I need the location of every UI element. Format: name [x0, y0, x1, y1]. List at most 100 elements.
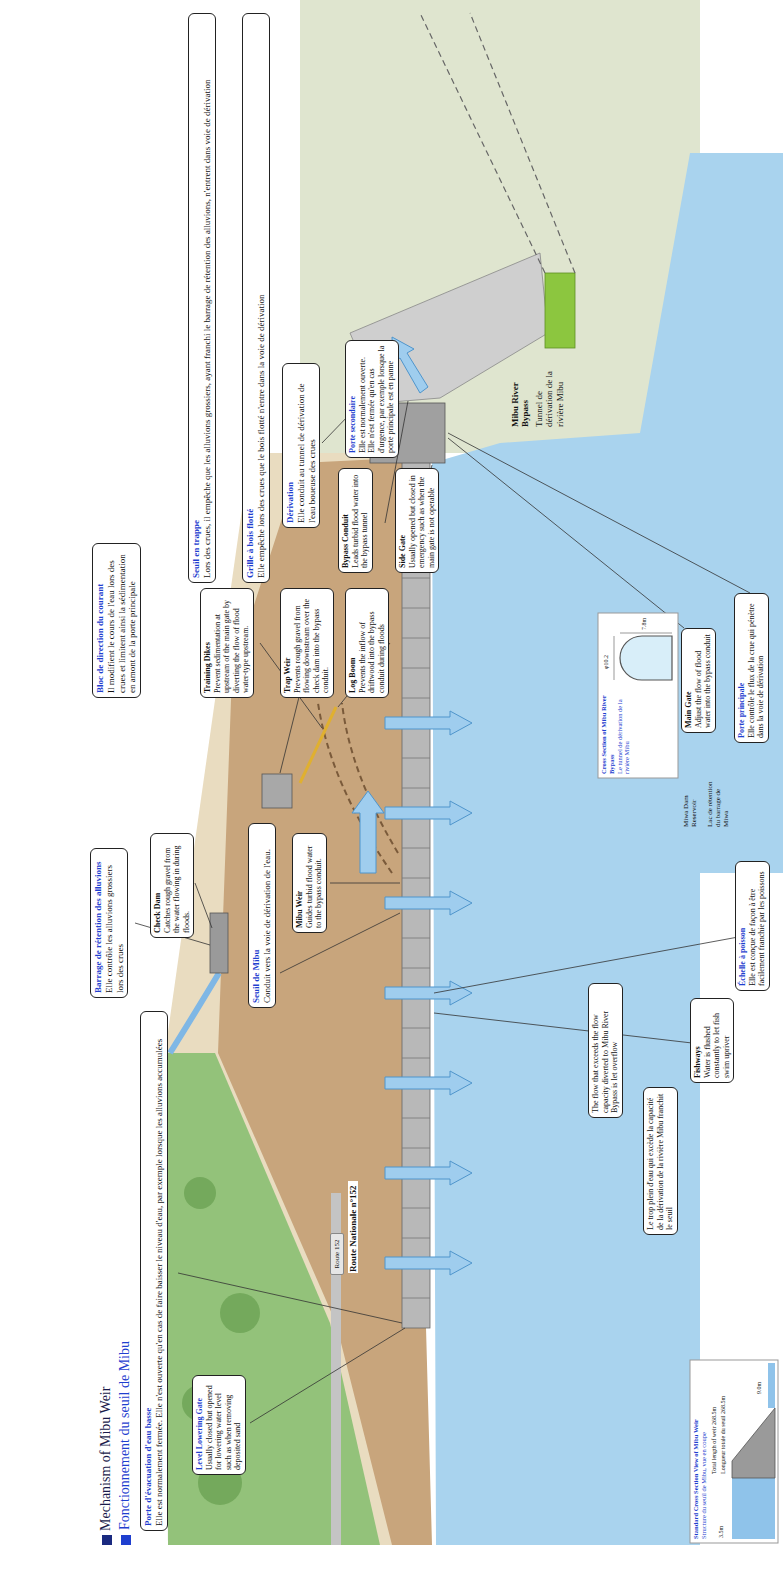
callout-text: Elle est conçue de façon à être facileme… — [748, 866, 767, 986]
callout-box: The flow that exceeds the flow capacity … — [588, 983, 623, 1118]
callout-text: Structure du seuil de Mibu, vue en coupe — [700, 1364, 708, 1539]
label: Total length of weir 268.5m — [711, 1361, 718, 1475]
tunnel-route — [420, 13, 575, 273]
callout-box: Side GateUsually opened but closed in em… — [395, 468, 439, 573]
callout-text: Route 152 — [333, 1238, 341, 1270]
label: Lac de rétention du barrage de Miwa — [706, 780, 730, 828]
callout-box: Main GateAdjust the flow of flood water … — [681, 628, 716, 733]
callout-box: Level Lowering GateUsually closed but op… — [192, 1375, 246, 1475]
callout-heading: Main Gate — [684, 633, 694, 728]
callout-box: Barrage de rétention des alluvionsElle c… — [90, 848, 128, 998]
callout-heading: Cross Section of Mibu River Bypass — [600, 694, 616, 774]
inset-panel — [598, 613, 678, 778]
label: φ10.2 — [603, 654, 610, 670]
callout-text: The flow that exceeds the flow capacity … — [591, 988, 620, 1113]
label: 3.5m — [718, 1525, 725, 1539]
log-boom — [300, 707, 336, 783]
callout-box: Log BoomPrevents the inflow of driftwood… — [345, 588, 389, 698]
callout-text: Elle conduit au tunnel de dérivation de … — [296, 368, 318, 523]
callout-box: Bypass ConduitLeads turbid flood water i… — [338, 468, 373, 573]
leader-lines — [135, 383, 760, 1423]
callout-heading: Porte secondaire — [348, 345, 358, 453]
callout-heading: Porte d'évacuation d'eau basse — [143, 1016, 154, 1526]
callout-text: Elle est normalement ouverte. Elle n'est… — [358, 345, 396, 453]
callout-text: Elle contrôle les alluvions grossiers lo… — [104, 853, 126, 993]
tree — [220, 1293, 260, 1333]
callout-text: Leads turbid flood water into the bypass… — [351, 473, 370, 568]
heading-bullet — [102, 1535, 112, 1545]
tree — [184, 1177, 216, 1209]
callout-heading: Seuil en trappe — [191, 18, 202, 578]
callout-heading: Bloc de direction du courant — [95, 548, 106, 693]
callout-heading: Porte principale — [737, 598, 747, 738]
label: Longueur totale du seuil 268.5m — [720, 1361, 727, 1475]
weir-section — [732, 1408, 775, 1478]
callout-box: Check DamCatches rough gravel from the w… — [150, 833, 194, 938]
callout-text: Usually opened but closed in emergency s… — [408, 473, 437, 568]
label: 7.8m — [641, 617, 648, 631]
callout-text: Prevents rough gravel from flowing downs… — [293, 593, 331, 693]
trap-weir — [262, 774, 292, 808]
label: Mibu River Bypass — [510, 358, 531, 428]
callout-box: Porte secondaireElle est normalement ouv… — [345, 340, 399, 458]
callout-heading: Mibu Weir — [295, 838, 305, 928]
heading-bullet — [121, 1535, 131, 1545]
callout-box: Porte d'évacuation d'eau basseElle est n… — [140, 1011, 168, 1531]
callout-heading: Training Dikes — [203, 593, 213, 693]
subtitle: Fonctionnement du seuil de Mibu — [117, 1340, 133, 1531]
terrain — [300, 0, 700, 453]
callout-text: Usually closed but opened for lowering w… — [205, 1380, 243, 1470]
upstream-water — [732, 1478, 775, 1539]
callout-box: Bloc de direction du courantIl modifient… — [92, 543, 141, 698]
callout-text: Elle empêche lors des crues que le bois … — [256, 18, 267, 578]
inset-panel: Cross Section of Mibu River BypassLe tun… — [598, 613, 678, 778]
callout-heading: Trap Weir — [283, 593, 293, 693]
inset-panel: Standard Cross Section View of Mibu Weir… — [690, 1360, 778, 1543]
callout-heading: Grille à bois flotté — [245, 18, 256, 578]
callout-heading: Fishways — [693, 1003, 703, 1078]
callout-heading: Check Dam — [153, 838, 163, 933]
callout-text: Prevent sedimentation at upstream of the… — [213, 593, 251, 693]
callout-box: Porte principaleElle contrôle le flux de… — [734, 593, 769, 743]
callout-heading: Standard Cross Section View of Mibu Weir — [692, 1364, 700, 1539]
callout-box: Training DikesPrevent sedimentation at u… — [200, 588, 254, 698]
callout-text: Prevents the inflow of driftwood into th… — [358, 593, 387, 693]
callout-heading: Dérivation — [285, 368, 296, 523]
check-dam — [210, 913, 228, 973]
stream — [170, 973, 219, 1053]
callout-box: Mibu WeirGuides turbid flood water to th… — [292, 833, 327, 933]
callout-heading: Seuil de Mibu — [251, 828, 262, 1003]
callout-text: Water is flushed constantly to let fish … — [703, 1003, 732, 1078]
label: Tunnel de dérivation de la rivière Mibu — [534, 358, 565, 428]
callout-heading: Side Gate — [398, 473, 408, 568]
tunnel-section — [620, 636, 672, 680]
callout-box: Seuil en trappeLors des crues, il empêch… — [188, 13, 216, 583]
callout-text: Le trop plein d'eau qui excède la capaci… — [646, 1092, 675, 1230]
label: Route Nationale n°152 — [348, 1181, 358, 1273]
callout-text: Adjust the flow of flood water into the … — [694, 633, 713, 728]
inset-panel — [690, 1360, 778, 1543]
callout-text: Catches rough gravel from the water flow… — [163, 838, 192, 933]
weir — [402, 443, 430, 1328]
callout-box: Seuil de MibuConduit vers la voie de dér… — [248, 823, 276, 1008]
callout-box: FishwaysWater is flushed constantly to l… — [690, 998, 734, 1083]
callout-heading: Barrage de rétention des alluvions — [93, 853, 104, 993]
callout-text: Elle contrôle le flux de la crue qui pén… — [747, 598, 766, 738]
callout-text: Conduit vers la voie de dérivation de l'… — [262, 828, 273, 1003]
callout-heading: Level Lowering Gate — [195, 1380, 205, 1470]
dimension-line — [614, 633, 672, 680]
callout-text: Le tunnel de dérivation de la rivière Mi… — [616, 694, 632, 774]
callout-text: Guides turbid flood water to the bypass … — [305, 838, 324, 928]
title: Mechanism of Mibu Weir — [98, 1387, 114, 1531]
label: 9.0m — [756, 1381, 763, 1395]
callout-text: Lors des crues, il empêche que les alluv… — [202, 18, 213, 578]
training-dike — [318, 703, 392, 873]
tunnel-portal — [545, 273, 575, 348]
callout-box: Grille à bois flottéElle empêche lors de… — [242, 13, 270, 583]
callout-text: Elle est normalement fermée. Elle n'est … — [154, 1016, 165, 1526]
callout-box: DérivationElle conduit au tunnel de déri… — [282, 363, 320, 528]
callout-heading: Bypass Conduit — [341, 473, 351, 568]
callout-box: Échelle à poissonElle est conçue de faço… — [735, 861, 770, 991]
callout-box: Le trop plein d'eau qui excède la capaci… — [643, 1087, 678, 1235]
